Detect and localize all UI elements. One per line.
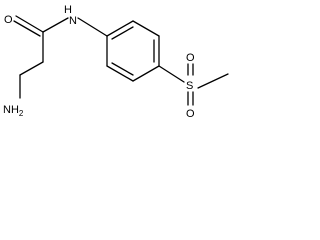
atom-hydrogen-amide: H	[64, 4, 72, 16]
molecule-svg: O H N NH2 S O O	[3, 4, 229, 120]
bond-ring-inner-1	[111, 26, 134, 40]
bond-ring-2	[132, 20, 160, 37]
amine-nh-text: NH	[3, 104, 19, 116]
atom-oxygen-sulfonyl-top: O	[186, 52, 195, 64]
amine-subscript: 2	[19, 109, 24, 118]
bond-ch2-ch2	[19, 61, 44, 76]
bond-ring-inner-3	[111, 62, 134, 76]
bond-ring-4	[132, 65, 160, 82]
atom-nitrogen-amide: N	[69, 15, 77, 27]
bond-sulfur-methyl	[197, 73, 229, 89]
bond-ring-1	[106, 20, 134, 37]
atom-oxygen-sulfonyl-bottom: O	[186, 108, 195, 120]
bond-ring-5	[106, 65, 134, 82]
atom-sulfur: S	[186, 80, 193, 92]
atom-oxygen-carbonyl: O	[4, 14, 13, 26]
bond-carbonyl-amide-n	[42, 17, 69, 33]
bond-carbonyl-double-1	[15, 15, 44, 33]
bond-ring-sulfur	[158, 65, 185, 83]
structure-diagram: O H N NH2 S O O	[0, 0, 254, 150]
bond-carbonyl-double-2	[13, 20, 41, 37]
atom-nitrogen-amine: NH2	[3, 104, 24, 118]
bond-amide-n-ring	[77, 17, 108, 37]
